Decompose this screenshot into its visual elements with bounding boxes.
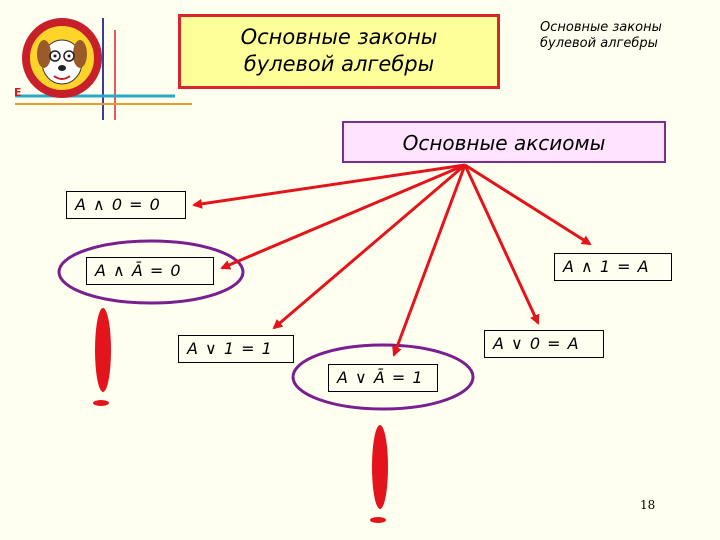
exclamation-icon xyxy=(370,425,388,523)
exclamation-icon xyxy=(93,308,111,406)
corner-title: Основные законы булевой алгебры xyxy=(540,20,690,52)
formula-or-zero: A ∨ 0 = A xyxy=(484,330,604,358)
slide-title-line2: булевой алгебры xyxy=(181,51,497,78)
arrow-to-and-not xyxy=(222,165,465,268)
logo-letter: Е xyxy=(14,86,22,99)
axiom-arrows xyxy=(194,165,590,355)
formula-or-not: A ∨ Ā = 1 xyxy=(328,364,438,392)
axioms-heading: Основные аксиомы xyxy=(342,121,666,163)
formula-or-one: A ∨ 1 = 1 xyxy=(178,335,294,363)
page-number: 18 xyxy=(640,498,655,512)
slide-title-line1: Основные законы xyxy=(181,24,497,51)
corner-title-line1: Основные законы xyxy=(540,20,690,36)
dog-logo-icon xyxy=(26,22,98,94)
formula-and-zero: A ∧ 0 = 0 xyxy=(66,191,186,219)
formula-and-not: A ∧ Ā = 0 xyxy=(86,257,214,285)
corner-title-line2: булевой алгебры xyxy=(540,36,690,52)
formula-and-one: A ∧ 1 = A xyxy=(554,253,672,281)
slide-title: Основные законы булевой алгебры xyxy=(178,14,500,89)
